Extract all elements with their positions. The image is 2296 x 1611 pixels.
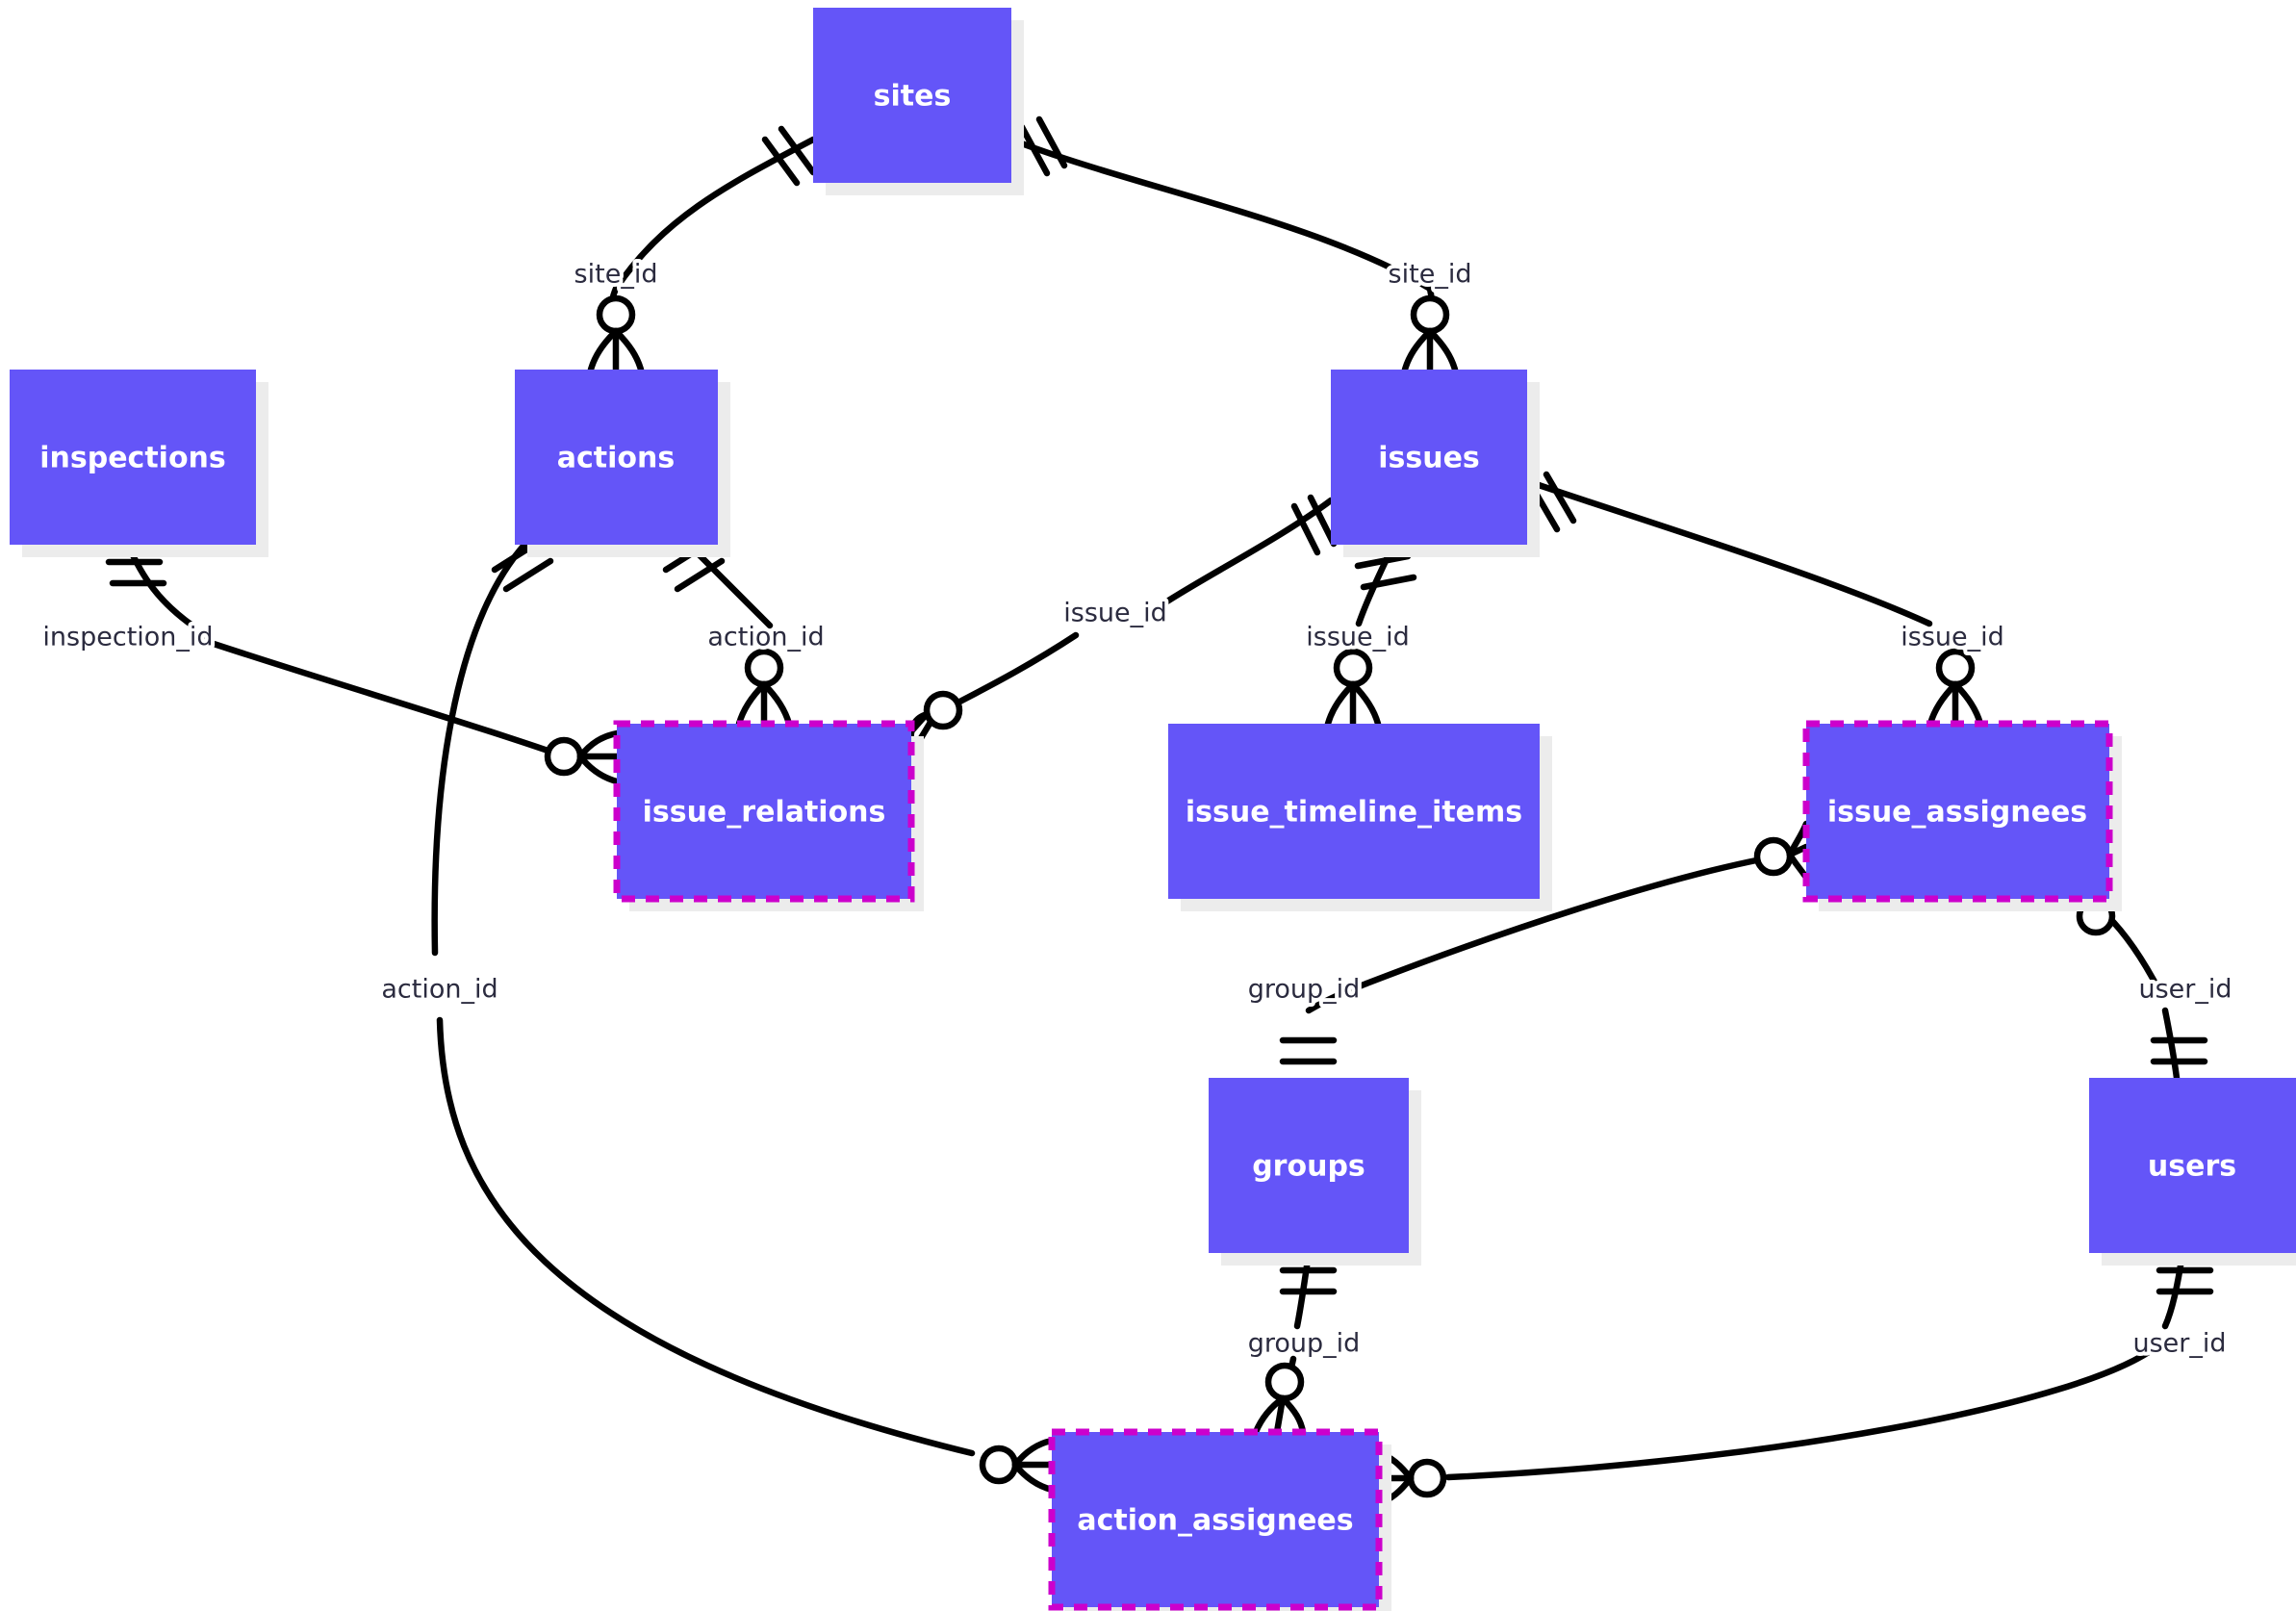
entity-action_assignees[interactable]: action_assignees xyxy=(1048,1428,1391,1611)
relationship-label-action_id-issue_relations: action_id xyxy=(707,623,824,652)
entity-groups[interactable]: groups xyxy=(1209,1078,1421,1266)
relationship-label-user_id-action_assignees: user_id xyxy=(2132,1329,2226,1359)
relationship-issues-issue_assignees[interactable] xyxy=(1523,471,1984,728)
relationship-labels: site_id site_id inspection_id action_id … xyxy=(38,256,2235,1363)
relationship-label-user_id-issue_assignees: user_id xyxy=(2138,975,2232,1005)
entity-sites[interactable]: sites xyxy=(813,8,1024,195)
relationship-label-action_id-action_assignees: action_id xyxy=(381,975,497,1005)
entity-label-action_assignees: action_assignees xyxy=(1077,1504,1353,1538)
relationship-label-site_id-actions: site_id xyxy=(574,260,658,290)
entity-label-issue_relations: issue_relations xyxy=(643,796,886,830)
relationship-users-action_assignees[interactable] xyxy=(1375,1249,2214,1507)
relationship-inspections-issue_relations[interactable] xyxy=(105,541,621,785)
relationship-label-inspection_id: inspection_id xyxy=(42,623,213,652)
entity-label-users: users xyxy=(2148,1150,2236,1184)
relationship-label-group_id-action_assignees: group_id xyxy=(1248,1329,1361,1359)
entity-label-sites: sites xyxy=(874,80,952,114)
entity-label-issues: issues xyxy=(1378,442,1480,475)
entity-label-issue_timeline_items: issue_timeline_items xyxy=(1186,796,1522,830)
relationship-sites-issues[interactable] xyxy=(1008,115,1459,373)
entity-issue_relations[interactable]: issue_relations xyxy=(613,720,924,911)
relationship-actions-action_assignees[interactable] xyxy=(431,538,1056,1494)
entity-label-inspections: inspections xyxy=(39,442,226,475)
relationship-label-group_id-issue_assignees: group_id xyxy=(1248,975,1361,1005)
entity-label-groups: groups xyxy=(1252,1150,1365,1184)
entity-issue_assignees[interactable]: issue_assignees xyxy=(1802,720,2122,911)
entity-boxes: sites inspections actions issues xyxy=(10,8,2296,1611)
relationship-label-issue_id-issue_assignees: issue_id xyxy=(1901,623,2004,652)
entity-label-issue_assignees: issue_assignees xyxy=(1827,796,2087,830)
relationship-sites-actions[interactable] xyxy=(587,125,817,373)
entity-label-actions: actions xyxy=(557,442,675,475)
entity-issues[interactable]: issues xyxy=(1331,370,1540,557)
relationship-label-issue_id-issue_relations: issue_id xyxy=(1063,599,1167,628)
relationship-label-site_id-issues: site_id xyxy=(1389,260,1472,290)
relationship-label-issue_id-issue_timeline_items: issue_id xyxy=(1306,623,1410,652)
relationship-issues-issue_relations[interactable] xyxy=(907,494,1338,764)
entity-inspections[interactable]: inspections xyxy=(10,370,268,557)
entity-actions[interactable]: actions xyxy=(515,370,730,557)
entity-issue_timeline_items[interactable]: issue_timeline_items xyxy=(1168,724,1552,911)
entity-users[interactable]: users xyxy=(2089,1078,2296,1266)
